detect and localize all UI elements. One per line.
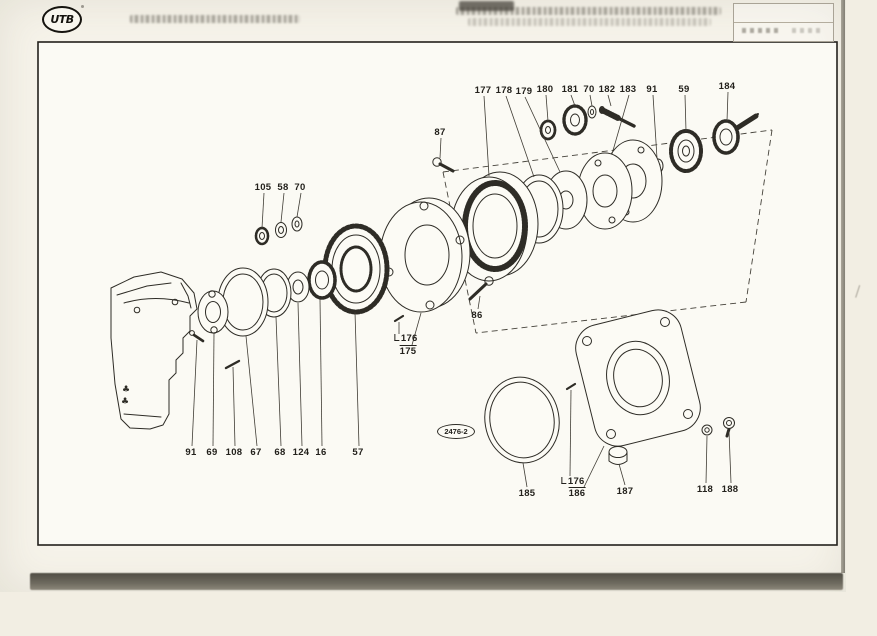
figure-number-oval: 2476-2: [437, 424, 475, 439]
part-label-59: 59: [678, 84, 690, 95]
bolt-87: [432, 157, 455, 173]
part-182-shaft: [599, 106, 636, 128]
part-184-gear-shaft: [712, 113, 759, 155]
part-label-179: 179: [515, 86, 533, 97]
part-label-70-mid: 70: [294, 182, 306, 193]
part-187-plug: [608, 446, 628, 465]
part-label-86: 86: [471, 310, 483, 321]
part-label-87: 87: [434, 127, 446, 138]
part-label-176-bottom: 176: [561, 477, 584, 487]
part-label-177: 177: [474, 85, 492, 96]
form-box-divider: [734, 22, 833, 23]
gearbox-housing: ♣ ♣: [110, 271, 198, 430]
part-label-188: 188: [721, 484, 739, 495]
casting-mark-icon: ♣: [121, 397, 129, 407]
part-label-186: 186: [568, 487, 586, 499]
part-label-58: 58: [277, 182, 289, 193]
utb-logo-text: UTB: [50, 13, 74, 26]
pencil-scribble: [742, 28, 782, 33]
stamp-smudge-right-2: [468, 18, 711, 26]
part-label-176-mid-text: 176: [400, 333, 418, 344]
leader-lines: [191, 91, 732, 488]
part-69-flange: [197, 290, 229, 334]
part-label-91-bottom: 91: [185, 447, 197, 458]
part-label-67: 67: [250, 447, 262, 458]
part-label-185: 185: [518, 488, 536, 499]
part-label-184: 184: [718, 81, 736, 92]
part-label-176-mid: 176: [394, 334, 417, 344]
pencil-scribble: [792, 28, 820, 33]
part-label-105: 105: [254, 182, 272, 193]
book-gutter-shadow: [30, 573, 843, 590]
part-label-178: 178: [495, 85, 513, 96]
part-label-124: 124: [292, 447, 310, 458]
part-188-bolt: [723, 417, 735, 438]
part-59-gear: [669, 129, 703, 173]
page-edge-shadow: [841, 0, 845, 573]
part-185-gasket: [484, 376, 560, 464]
part-label-182: 182: [598, 84, 616, 95]
part-label-68: 68: [274, 447, 286, 458]
part-label-70-top: 70: [583, 84, 595, 95]
part-70-washer-upper: [587, 105, 597, 119]
part-label-181: 181: [561, 84, 579, 95]
pin-108: [224, 359, 241, 370]
part-175-retainer-plate: [379, 197, 471, 313]
logo-registered-mark: [81, 5, 84, 8]
casting-mark-icon: ♣: [122, 385, 130, 395]
leader-bracket-icon: [561, 477, 567, 484]
part-label-180: 180: [536, 84, 554, 95]
stamp-smudge-left: [130, 15, 300, 23]
part-118-washer: [701, 424, 713, 436]
part-label-69: 69: [206, 447, 218, 458]
part-70-nut: [291, 216, 303, 232]
stamp-ink-blob: [459, 1, 514, 11]
part-label-91-top: 91: [646, 84, 658, 95]
part-label-16: 16: [315, 447, 327, 458]
part-181-gear: [562, 104, 588, 136]
part-label-183: 183: [619, 84, 637, 95]
part-label-57: 57: [352, 447, 364, 458]
part-label-187: 187: [616, 486, 634, 497]
part-label-175: 175: [399, 345, 417, 357]
part-183-carrier-plates: [577, 139, 663, 230]
part-58-washer: [275, 222, 287, 238]
part-186-cover-plate: [575, 309, 701, 447]
part-16-splined-hub: [307, 260, 337, 300]
leader-bracket-icon: [394, 334, 400, 341]
bolt-91-lower: [189, 330, 205, 343]
part-105-knurled-nut: [254, 226, 270, 246]
part-label-118: 118: [696, 484, 714, 495]
bolt-86: [468, 276, 494, 301]
utb-logo: UTB: [42, 6, 82, 33]
part-label-108: 108: [225, 447, 243, 458]
part-label-176-bottom-text: 176: [567, 476, 585, 487]
header-form-box: [733, 3, 834, 42]
pin-176-lower: [565, 382, 577, 391]
pin-176-mid: [393, 314, 405, 323]
stamp-smudge-right-1: [456, 7, 721, 15]
